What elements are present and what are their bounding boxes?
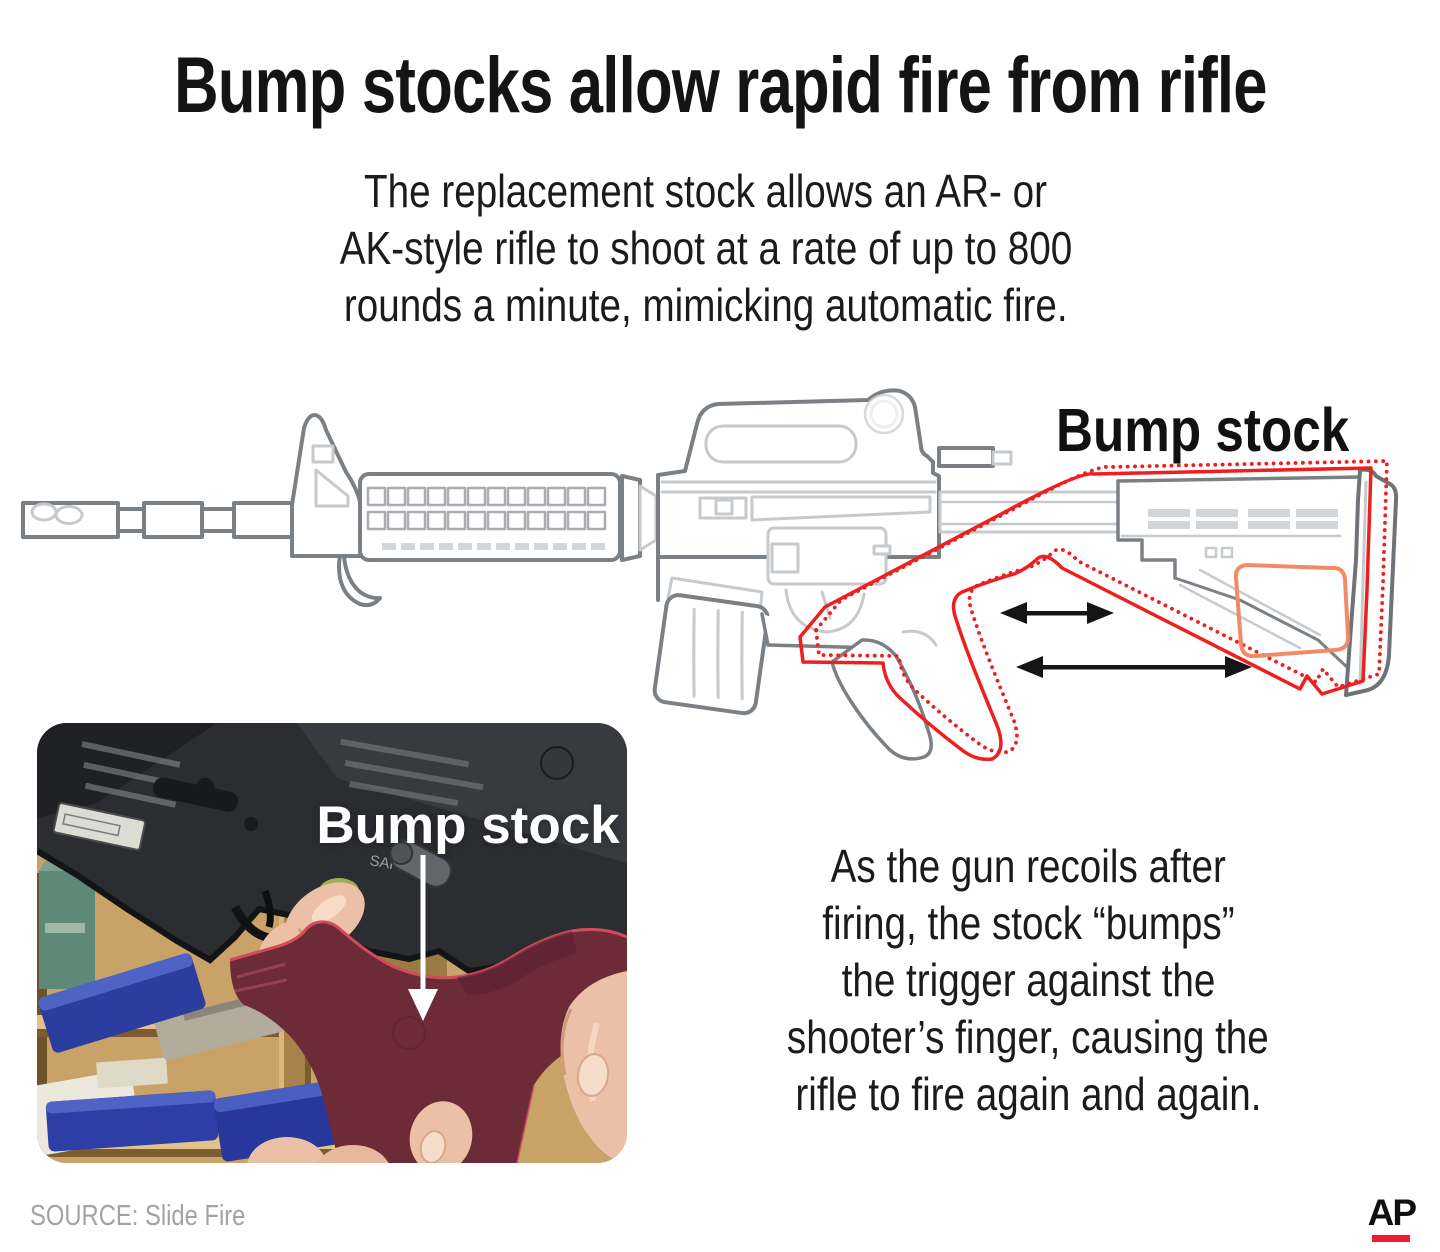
trigger-and-grip <box>760 588 938 761</box>
page-title: Bump stocks allow rapid fire from rifle <box>0 40 1440 129</box>
cheek-rest-outline <box>1233 563 1351 659</box>
ap-logo: AP <box>1367 1192 1417 1242</box>
rifle-line-art-graphic <box>21 388 1399 762</box>
handguard <box>358 472 622 562</box>
explainer-line: rifle to fire again and again. <box>794 1068 1262 1120</box>
bump-stock-callout-label: Bump stock <box>1056 396 1350 464</box>
photo-rifle: SAFE <box>37 723 627 977</box>
explainer-line: As the gun recoils after <box>830 840 1226 892</box>
bump-stock-outline <box>798 466 1373 762</box>
intro-line: AK-style rifle to shoot at a rate of up … <box>339 222 1073 274</box>
intro-line: The replacement stock allows an AR- or <box>364 165 1048 217</box>
explainer-paragraph: As the gun recoils after firing, the sto… <box>728 838 1328 1123</box>
intro-line: rounds a minute, mimicking automatic fir… <box>344 279 1068 331</box>
muzzle-group <box>21 501 120 539</box>
maroon-bump-stock <box>229 920 627 1163</box>
receiver-carry-handle <box>656 388 1013 586</box>
explainer-line: shooter’s finger, causing the <box>787 1011 1269 1063</box>
shooter-hand <box>247 971 627 1163</box>
bump-stock-overlay <box>798 459 1389 762</box>
ap-logo-text: AP <box>1367 1192 1417 1233</box>
page-title-text: Bump stocks allow rapid fire from rifle <box>173 40 1267 129</box>
magazine <box>652 555 770 716</box>
front-sight <box>290 413 382 608</box>
recoil-arrow-long-icon <box>1016 656 1252 678</box>
barrel-group <box>116 501 294 539</box>
rifle-silhouette <box>21 388 1399 761</box>
photo-illustration: SAFE <box>37 723 627 1163</box>
recoil-arrows <box>1000 602 1252 678</box>
source-credit: SOURCE: Slide Fire <box>30 1200 246 1232</box>
buttstock <box>938 475 1362 670</box>
butt-plate <box>1344 467 1399 697</box>
intro-paragraph: The replacement stock allows an AR- or A… <box>0 163 1412 334</box>
ap-logo-red-bar <box>1372 1235 1411 1242</box>
explainer-line: the trigger against the <box>841 954 1215 1006</box>
delta-ring <box>620 474 658 562</box>
photo-bump-stock-label: Bump stock <box>316 796 620 855</box>
bump-stock-outline-dotted <box>814 459 1389 755</box>
recoil-arrow-short-icon <box>1000 602 1114 624</box>
explainer-line: firing, the stock “bumps” <box>821 897 1235 949</box>
bump-stock-photo: SAFE <box>37 723 627 1163</box>
photo-pointer-arrow-icon <box>408 855 438 1021</box>
